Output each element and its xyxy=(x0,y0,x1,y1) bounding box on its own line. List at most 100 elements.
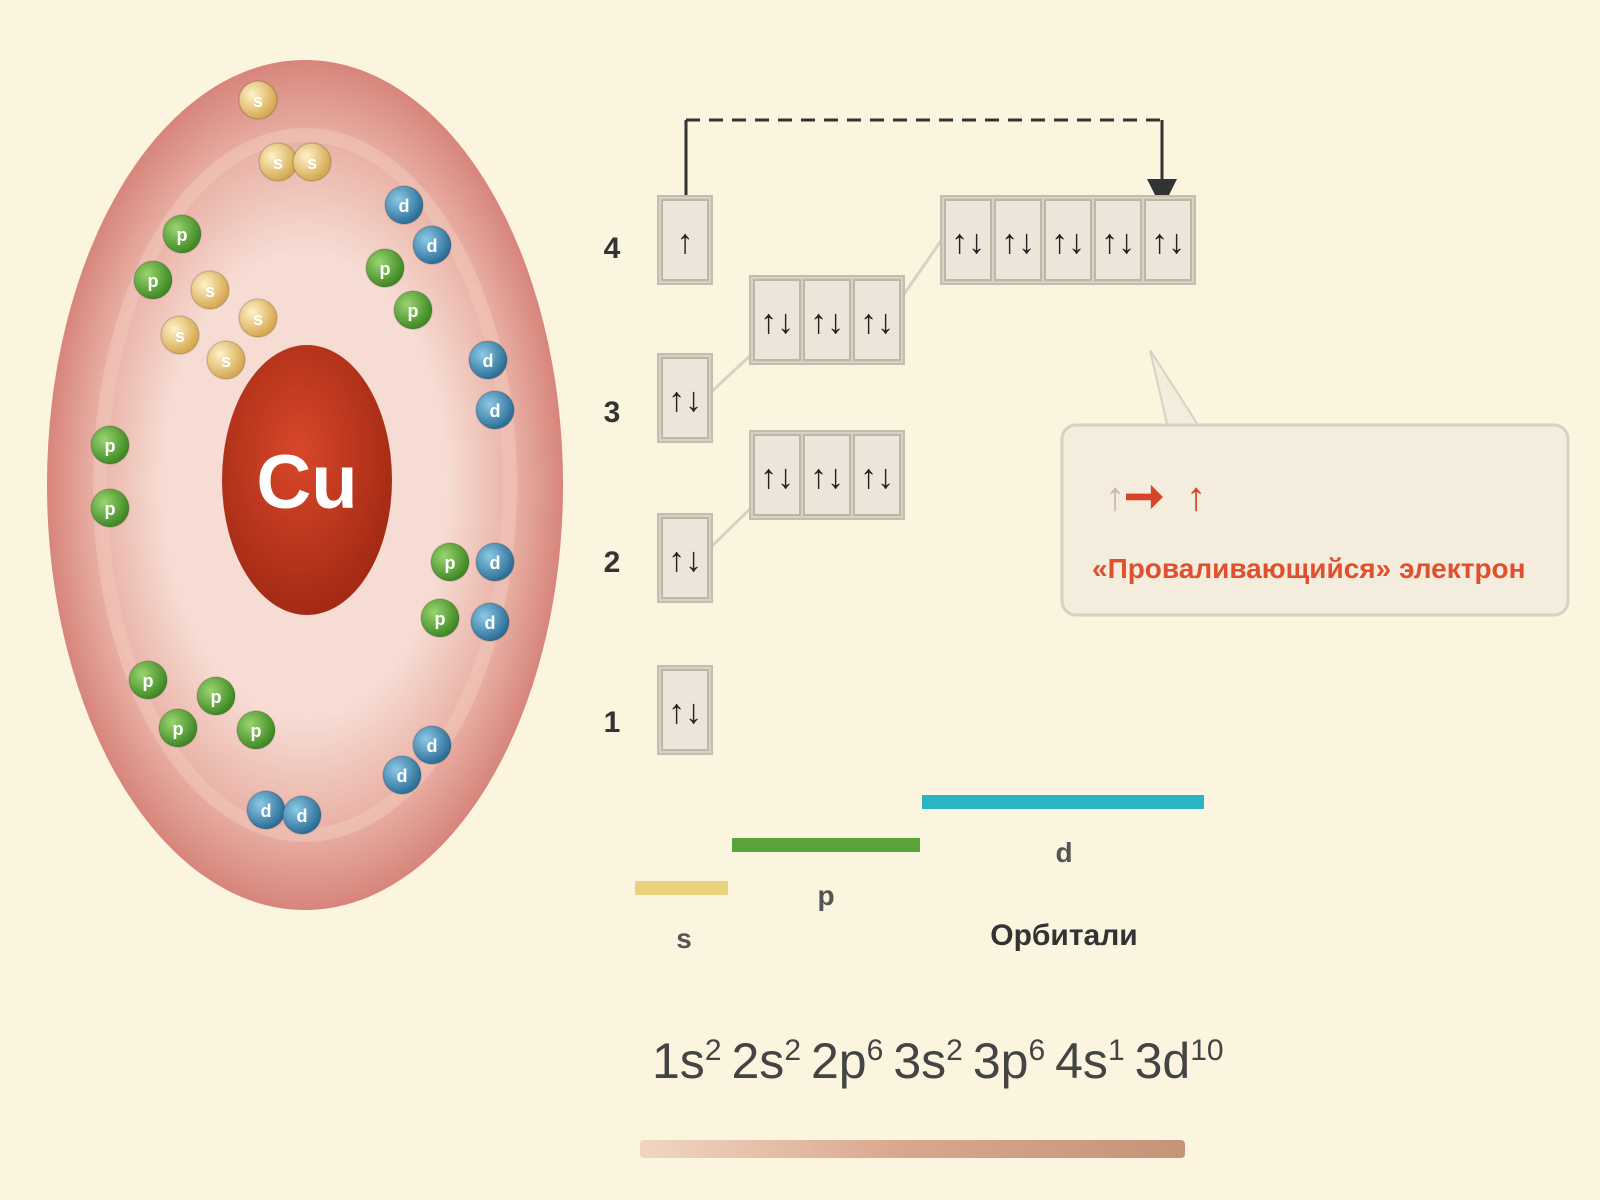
electron-arrows: ↑↓ xyxy=(1001,223,1035,261)
callout-text: «Проваливающийся» электрон xyxy=(1092,553,1526,584)
svg-text:s: s xyxy=(253,91,263,111)
config-orbital: 2p xyxy=(811,1033,867,1089)
orbital-box xyxy=(853,434,901,516)
orbital-diagram: ↑↓↑↓↑↓↑↓↑↓↑↓↑↓↑↓↑↓↑↑↓↑↓↑↓↑↓↑↓ xyxy=(657,195,1196,755)
level-label-4: 4 xyxy=(604,232,621,265)
legend-label-p: p xyxy=(817,880,834,911)
electron-arrows: ↑ xyxy=(677,223,694,261)
svg-text:p: p xyxy=(148,271,159,291)
config-exponent: 2 xyxy=(705,1034,722,1067)
svg-text:p: p xyxy=(211,687,222,707)
legend-label-d: d xyxy=(1055,837,1072,868)
electron-particle-d: d xyxy=(246,790,286,830)
callout: ↑ ➞ ↑ «Проваливающийся» электрон xyxy=(1060,349,1570,617)
orbital-box xyxy=(753,279,801,361)
svg-text:s: s xyxy=(253,309,263,329)
electron-arrows: ↑↓ xyxy=(860,303,894,341)
electron-particle-d: d xyxy=(470,602,510,642)
svg-text:s: s xyxy=(175,326,185,346)
level-label-2: 2 xyxy=(604,546,621,579)
orbital-box xyxy=(661,517,709,599)
orbital-box xyxy=(803,434,851,516)
orbital-3s: ↑↓ xyxy=(657,353,713,443)
electron-arrows: ↑↓ xyxy=(1101,223,1135,261)
callout-arrow-icon: ➞ xyxy=(1124,470,1164,523)
orbital-box xyxy=(661,669,709,751)
svg-text:p: p xyxy=(173,719,184,739)
orbital-box xyxy=(1094,199,1142,281)
electron-arrows: ↑↓ xyxy=(668,381,702,419)
svg-text:d: d xyxy=(427,736,438,756)
electron-particle-d: d xyxy=(412,225,452,265)
electron-particle-s: s xyxy=(206,340,246,380)
config-orbital: 2s xyxy=(732,1033,785,1089)
svg-text:p: p xyxy=(435,609,446,629)
electron-particle-d: d xyxy=(475,390,515,430)
energy-level-labels: 4 3 2 1 xyxy=(604,232,621,739)
svg-text:d: d xyxy=(399,196,410,216)
electron-arrows: ↑↓ xyxy=(760,303,794,341)
orbital-2s: ↑↓ xyxy=(657,513,713,603)
electron-particle-s: s xyxy=(292,142,332,182)
orbital-3d: ↑↓↑↓↑↓↑↓↑↓ xyxy=(940,195,1196,285)
electron-particle-d: d xyxy=(282,795,322,835)
electron-arrows: ↑↓ xyxy=(860,458,894,496)
orbital-box xyxy=(661,357,709,439)
electron-jump-path xyxy=(684,118,1177,209)
orbital-box xyxy=(661,199,709,281)
config-exponent: 6 xyxy=(1028,1034,1045,1067)
legend-title: Орбитали xyxy=(990,919,1138,952)
connector-2s-2p xyxy=(706,503,756,552)
svg-text:d: d xyxy=(483,351,494,371)
orbital-box xyxy=(1044,199,1092,281)
underline-bar xyxy=(640,1140,1185,1158)
svg-text:d: d xyxy=(297,806,308,826)
electron-particle-d: d xyxy=(384,185,424,225)
svg-text:s: s xyxy=(221,351,231,371)
electron-arrows: ↑↓ xyxy=(668,541,702,579)
orbital-box xyxy=(853,279,901,361)
electron-particle-p: p xyxy=(236,710,276,750)
level-label-3: 3 xyxy=(604,396,621,429)
connector-3p-3d xyxy=(898,234,947,301)
svg-text:p: p xyxy=(408,301,419,321)
electron-arrows: ↑↓ xyxy=(668,693,702,731)
electron-arrows: ↑↓ xyxy=(810,458,844,496)
electron-particle-p: p xyxy=(393,290,433,330)
orbital-box xyxy=(994,199,1042,281)
svg-text:p: p xyxy=(380,259,391,279)
orbital-box xyxy=(1144,199,1192,281)
electron-particle-s: s xyxy=(160,315,200,355)
orbital-connectors xyxy=(706,234,947,552)
orbital-legend: s p d Орбитали xyxy=(635,795,1204,954)
config-orbital: 4s xyxy=(1055,1033,1108,1089)
config-orbital: 3d xyxy=(1135,1033,1191,1089)
svg-text:s: s xyxy=(205,281,215,301)
electron-particle-s: s xyxy=(190,270,230,310)
callout-arrow-to: ↑ xyxy=(1186,475,1206,519)
electron-arrows: ↑↓ xyxy=(1051,223,1085,261)
callout-box xyxy=(1060,423,1570,617)
svg-text:d: d xyxy=(490,401,501,421)
connector-3s-3p xyxy=(706,350,756,397)
orbital-3p: ↑↓↑↓↑↓ xyxy=(749,275,905,365)
electron-arrows: ↑↓ xyxy=(951,223,985,261)
orbital-4s: ↑ xyxy=(657,195,713,285)
svg-text:d: d xyxy=(490,553,501,573)
svg-text:d: d xyxy=(485,613,496,633)
electron-particle-p: p xyxy=(162,214,202,254)
svg-text:p: p xyxy=(105,436,116,456)
electron-particle-s: s xyxy=(258,142,298,182)
svg-text:s: s xyxy=(307,153,317,173)
svg-text:p: p xyxy=(177,225,188,245)
orbital-box xyxy=(803,279,851,361)
config-exponent: 6 xyxy=(867,1034,884,1067)
callout-pointer xyxy=(1149,349,1202,429)
svg-text:d: d xyxy=(427,236,438,256)
orbital-box xyxy=(753,434,801,516)
